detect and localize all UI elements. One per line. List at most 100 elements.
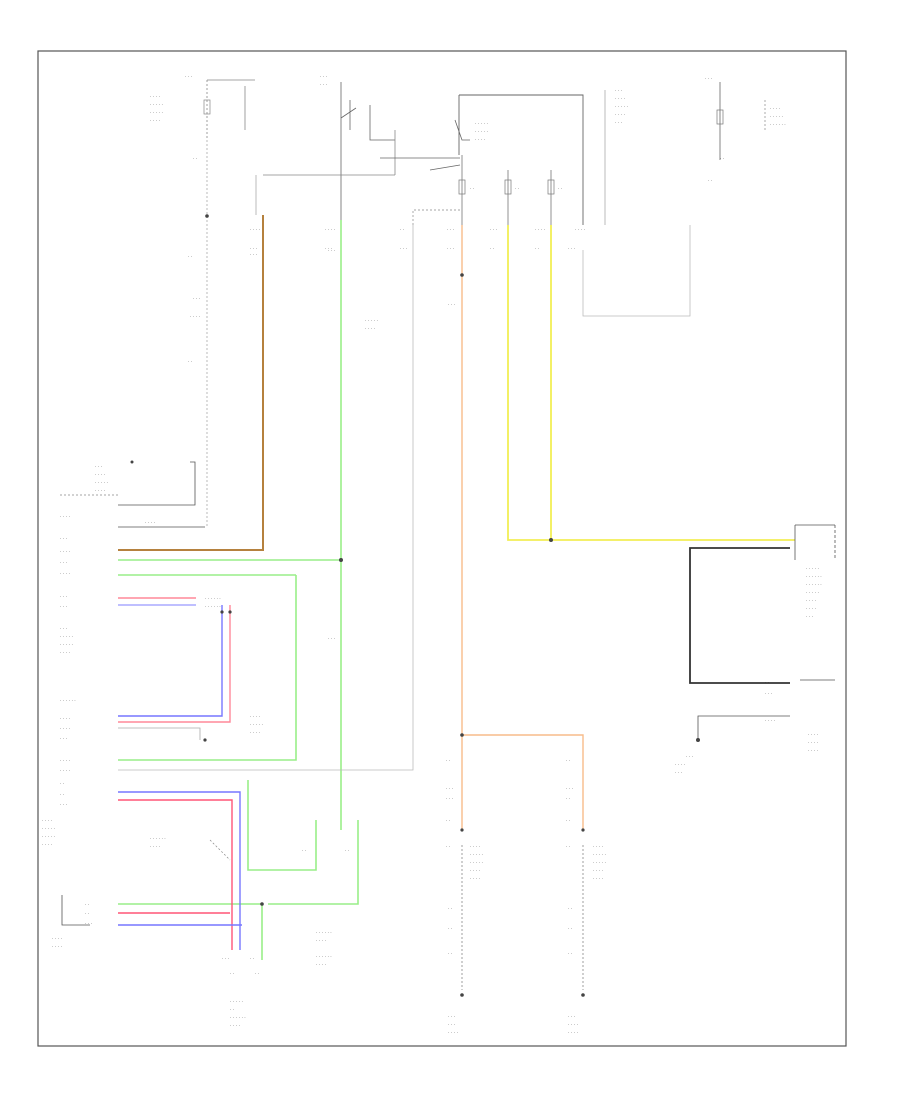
svg-text:· · · · ·: · · · · · (60, 643, 73, 648)
svg-text:· ·: · · (302, 849, 306, 854)
svg-text:· · ·: · · · (193, 297, 200, 302)
wire-gray-mid (118, 225, 414, 771)
svg-text:· · ·: · · · (568, 1015, 575, 1020)
svg-text:· · · · ·: · · · · · (150, 111, 163, 116)
svg-text:· · · ·: · · · · (250, 715, 260, 720)
svg-text:· · ·: · · · (566, 787, 573, 792)
svg-text:· · ·: · · · (95, 465, 102, 470)
svg-text:· · · ·: · · · · (42, 843, 52, 848)
svg-text:· · · ·: · · · · (448, 1031, 458, 1036)
fuse-top-right: · · · · · · · · · · · · · · · · · · · · … (705, 77, 786, 184)
svg-text:· · · ·: · · · · (470, 845, 480, 850)
svg-text:· ·: · · (448, 907, 452, 912)
svg-text:· · · · · ·: · · · · · · (806, 583, 822, 588)
svg-text:· · · · · ·: · · · · · · (316, 955, 332, 960)
svg-text:· · · ·: · · · · (60, 651, 70, 656)
svg-text:· · · ·: · · · · (808, 749, 818, 754)
relay-box-top-center: · · · · · · · · · · · · · · · · · · · · (380, 94, 584, 225)
svg-text:· · · ·: · · · · (470, 877, 480, 882)
svg-text:· ·: · · (250, 957, 254, 962)
svg-text:· · · ·: · · · · (316, 939, 326, 944)
svg-text:· · · · ·: · · · · · (470, 861, 483, 866)
svg-text:· · · · ·: · · · · · (475, 122, 488, 127)
svg-text:· · · · ·: · · · · · (60, 635, 73, 640)
svg-text:· · · ·: · · · · (808, 741, 818, 746)
svg-text:· ·: · · (446, 819, 450, 824)
svg-text:· · ·: · · · (250, 247, 257, 252)
svg-text:· · · · ·: · · · · · (475, 130, 488, 135)
svg-text:· · ·: · · · (765, 692, 772, 697)
wire-gray-box (582, 225, 691, 317)
svg-text:· · · ·: · · · · (60, 727, 70, 732)
svg-text:· · · ·: · · · · (593, 877, 603, 882)
svg-text:· · ·: · · · (705, 77, 712, 82)
svg-text:· · ·: · · · (60, 561, 67, 566)
svg-text:· · · · · ·: · · · · · · (770, 123, 786, 128)
ground-right: · · · · · · · · · · · · · · · · · · · · … (675, 715, 818, 776)
svg-text:· · · · · ·: · · · · · · (205, 605, 221, 610)
svg-text:· · · · · ·: · · · · · · (205, 597, 221, 602)
svg-text:· · ·: · · · (60, 803, 67, 808)
svg-text:· · ·: · · · (328, 637, 335, 642)
svg-text:· · · ·: · · · · (150, 119, 160, 124)
svg-text:· ·: · · (470, 187, 474, 192)
svg-text:· · ·: · · · (447, 228, 454, 233)
svg-text:· ·: · · (446, 845, 450, 850)
splice-green-bottom (260, 902, 264, 906)
svg-text:· · ·: · · · (320, 75, 327, 80)
svg-text:· · · ·: · · · · (316, 963, 326, 968)
svg-text:· · · ·: · · · · (770, 107, 780, 112)
svg-text:· · · · ·: · · · · · (150, 103, 163, 108)
svg-text:· · · ·: · · · · (60, 550, 70, 555)
svg-text:· ·: · · (193, 157, 197, 162)
svg-text:· · · · ·: · · · · · (250, 723, 263, 728)
svg-text:· · · ·: · · · · (60, 769, 70, 774)
svg-text:· ·: · · (708, 179, 712, 184)
svg-text:· · ·: · · · (615, 89, 622, 94)
right-module: · · · · · · · · · · · · · · · · · · · · … (765, 524, 836, 697)
svg-text:· ·: · · (566, 845, 570, 850)
splice-green-center (339, 558, 343, 562)
svg-text:· · · ·: · · · · (808, 733, 818, 738)
svg-text:· ·: · · (400, 228, 404, 233)
wire-orange (461, 225, 584, 830)
svg-text:· · · · · ·: · · · · · · (150, 837, 166, 842)
connector-bottom-left: · · · · · · · · · · · · · · · (52, 895, 92, 950)
ignition-relay-top: · · · · · · (263, 75, 396, 220)
svg-text:· · · · ·: · · · · · (470, 853, 483, 858)
svg-text:· ·: · · (566, 759, 570, 764)
svg-text:· · ·: · · · (222, 957, 229, 962)
svg-text:· · · ·: · · · · (52, 937, 62, 942)
svg-text:· · · ·: · · · · (615, 113, 625, 118)
svg-text:· ·: · · (230, 1008, 234, 1013)
svg-text:· · · ·: · · · · (765, 719, 775, 724)
svg-text:· · · ·: · · · · (60, 717, 70, 722)
svg-text:· · ·: · · · (806, 615, 813, 620)
svg-text:· · · ·: · · · · (60, 759, 70, 764)
svg-text:· · · ·: · · · · (535, 228, 545, 233)
svg-text:· ·: · · (535, 247, 539, 252)
svg-text:· ·: · · (188, 360, 192, 365)
svg-text:· · · ·: · · · · (568, 1023, 578, 1028)
sensor-bottom-right: · · · · · · · · · · · · · · · · · · · · … (566, 759, 606, 1036)
svg-text:· · · · ·: · · · · · (593, 861, 606, 866)
wire-brown (118, 215, 264, 551)
wire-green-group (118, 220, 359, 960)
svg-text:· · ·: · · · (448, 1015, 455, 1020)
svg-text:· · ·: · · · (446, 797, 453, 802)
svg-text:· ·: · · (568, 927, 572, 932)
legend-bottom: · · · · · · · · · · · · · · · · · · · · … (302, 849, 349, 968)
svg-text:· · ·: · · · (60, 605, 67, 610)
svg-text:· · ·: · · · (490, 228, 497, 233)
svg-text:· · · ·: · · · · (230, 1024, 240, 1029)
svg-text:· · ·: · · · (325, 247, 332, 252)
svg-text:· · · ·: · · · · (95, 473, 105, 478)
svg-text:· · · ·: · · · · (365, 327, 375, 332)
svg-text:· · ·: · · · (250, 253, 257, 258)
svg-text:· · · ·: · · · · (60, 515, 70, 520)
svg-text:· · · · ·: · · · · · (42, 827, 55, 832)
svg-text:· · · · ·: · · · · · (806, 567, 819, 572)
svg-text:· · · ·: · · · · (150, 95, 160, 100)
svg-text:· · · · · ·: · · · · · · (806, 575, 822, 580)
